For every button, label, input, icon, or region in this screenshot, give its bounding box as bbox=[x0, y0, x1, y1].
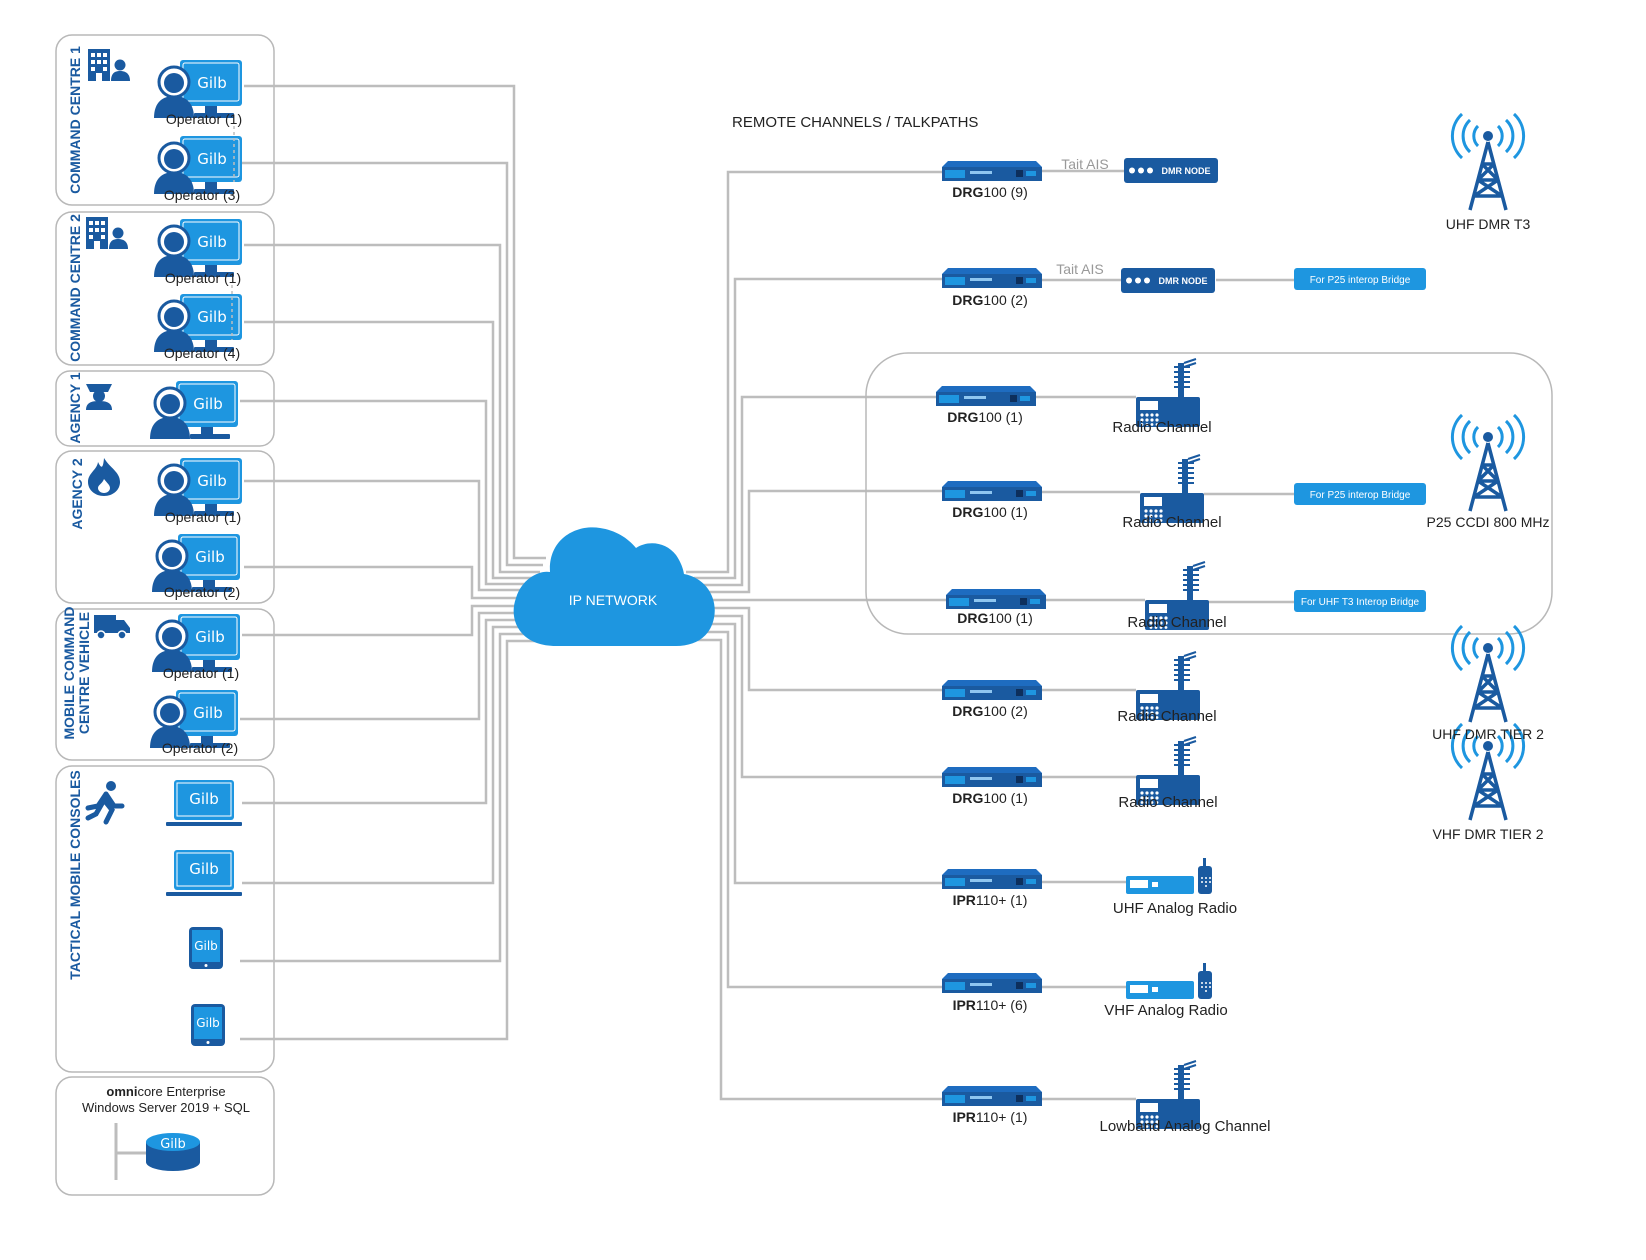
left-connection-lines bbox=[240, 84, 546, 1041]
tablet-icon bbox=[191, 1004, 225, 1046]
tower-label: VHF DMR TIER 2 bbox=[1433, 826, 1544, 842]
running-person-icon bbox=[85, 781, 125, 825]
gateway-device-icon bbox=[942, 481, 1042, 501]
police-officer-icon bbox=[86, 384, 112, 410]
device-label: Radio Channel bbox=[1117, 708, 1216, 725]
gateway-device-icon bbox=[942, 161, 1042, 181]
operator-label: Operator (3) bbox=[164, 187, 240, 203]
gateway-label: DRG100 (1) bbox=[952, 790, 1027, 806]
tower-label: UHF DMR T3 bbox=[1446, 216, 1531, 232]
gateway-label: DRG100 (1) bbox=[947, 409, 1022, 425]
portable-radio-icon bbox=[1126, 963, 1212, 999]
gateway-device-icon bbox=[946, 589, 1046, 609]
radio-tower-icon bbox=[1450, 413, 1526, 513]
group-title-tactical: TACTICAL MOBILE CONSOLES bbox=[67, 770, 83, 979]
device-label: Radio Channel bbox=[1122, 514, 1221, 531]
tower-label: UHF DMR TIER 2 bbox=[1432, 726, 1544, 742]
ip-network-label: IP NETWORK bbox=[569, 592, 658, 608]
group-title-mobile-command-1: MOBILE COMMAND bbox=[61, 607, 77, 740]
svg-text:DMR NODE: DMR NODE bbox=[1159, 276, 1208, 286]
laptop-icon bbox=[165, 779, 243, 827]
server-brand-bold: omni bbox=[106, 1084, 137, 1099]
gateway-device-icon bbox=[942, 973, 1042, 993]
interop-bridge-pill: For P25 interop Bridge bbox=[1294, 483, 1426, 505]
gateway-device-icon bbox=[942, 869, 1042, 889]
gateway-device-icon bbox=[936, 386, 1036, 406]
radio-tower-icon bbox=[1450, 112, 1526, 212]
device-label: Radio Channel bbox=[1118, 794, 1217, 811]
fire-icon bbox=[88, 458, 120, 496]
gateway-label: IPR110+ (1) bbox=[953, 1109, 1028, 1125]
gateway-device-icon bbox=[942, 1086, 1042, 1106]
gateway-label: DRG100 (1) bbox=[952, 504, 1027, 520]
gateway-label: DRG100 (2) bbox=[952, 292, 1027, 308]
tablet-icon bbox=[189, 927, 223, 969]
server-brand-rest: core Enterprise bbox=[137, 1084, 225, 1099]
gateway-label: DRG100 (9) bbox=[952, 184, 1027, 200]
dmr-node: DMR NODE bbox=[1121, 268, 1215, 293]
operator-label: Operator (1) bbox=[165, 270, 241, 286]
portable-radio-icon bbox=[1126, 858, 1212, 894]
link-label: Tait AIS bbox=[1061, 156, 1108, 172]
gateway-device-icon bbox=[942, 680, 1042, 700]
tactical-consoles-box bbox=[55, 765, 275, 1073]
radio-base-station-icon bbox=[1139, 454, 1205, 524]
svg-text:omnicore Enterprise: omnicore Enterprise bbox=[106, 1084, 225, 1099]
right-connection-lines bbox=[686, 170, 946, 1101]
remote-channels-title: REMOTE CHANNELS / TALKPATHS bbox=[732, 114, 978, 131]
svg-text:For P25 interop Bridge: For P25 interop Bridge bbox=[1310, 490, 1411, 501]
truck-icon bbox=[94, 615, 130, 640]
operator-label: Operator (1) bbox=[163, 665, 239, 681]
operator-label: Operator (2) bbox=[164, 584, 240, 600]
group-title-agency-2: AGENCY 2 bbox=[69, 458, 85, 530]
device-label: Lowband Analog Channel bbox=[1100, 1118, 1271, 1135]
operator-label: Operator (1) bbox=[165, 509, 241, 525]
operator-label: Operator (2) bbox=[162, 740, 238, 756]
server-os-label: Windows Server 2019 + SQL bbox=[82, 1100, 250, 1115]
grouped-channels-box bbox=[865, 352, 1553, 635]
gateway-device-icon bbox=[942, 268, 1042, 288]
operator-label: Operator (1) bbox=[166, 111, 242, 127]
gateway-label: IPR110+ (6) bbox=[953, 997, 1028, 1013]
device-label: VHF Analog Radio bbox=[1104, 1002, 1227, 1019]
operator-label: Operator (4) bbox=[164, 345, 240, 361]
svg-text:Gilb: Gilb bbox=[160, 1137, 186, 1152]
group-title-mobile-command-2: CENTRE VEHICLE bbox=[76, 612, 92, 734]
gateway-label: DRG100 (2) bbox=[952, 703, 1027, 719]
device-label: Radio Channel bbox=[1127, 614, 1226, 631]
link-label: Tait AIS bbox=[1056, 261, 1103, 277]
svg-text:For P25 interop Bridge: For P25 interop Bridge bbox=[1310, 275, 1411, 286]
radio-tower-icon bbox=[1450, 624, 1526, 724]
group-title-agency-1: AGENCY 1 bbox=[67, 372, 83, 444]
ip-network-cloud: IP NETWORK bbox=[513, 527, 715, 646]
device-label: Radio Channel bbox=[1112, 419, 1211, 436]
svg-text:DMR NODE: DMR NODE bbox=[1162, 166, 1211, 176]
dmr-node: DMR NODE bbox=[1124, 158, 1218, 183]
interop-bridge-pill: For UHF T3 Interop Bridge bbox=[1294, 590, 1426, 612]
group-title-command-centre-1: COMMAND CENTRE 1 bbox=[67, 46, 83, 194]
gateway-device-icon bbox=[942, 767, 1042, 787]
gateway-label: IPR110+ (1) bbox=[953, 892, 1028, 908]
database-icon: Gilb bbox=[114, 1123, 200, 1180]
interop-bridge-pill: For P25 interop Bridge bbox=[1294, 268, 1426, 290]
tower-label: P25 CCDI 800 MHz bbox=[1427, 514, 1550, 530]
gateway-label: DRG100 (1) bbox=[957, 610, 1032, 626]
laptop-icon bbox=[165, 849, 243, 897]
device-link-lines bbox=[1036, 169, 1295, 1101]
radio-base-station-icon bbox=[1135, 358, 1201, 428]
svg-text:For UHF T3 Interop Bridge: For UHF T3 Interop Bridge bbox=[1301, 597, 1420, 608]
group-title-command-centre-2: COMMAND CENTRE 2 bbox=[67, 214, 83, 362]
device-label: UHF Analog Radio bbox=[1113, 900, 1237, 917]
